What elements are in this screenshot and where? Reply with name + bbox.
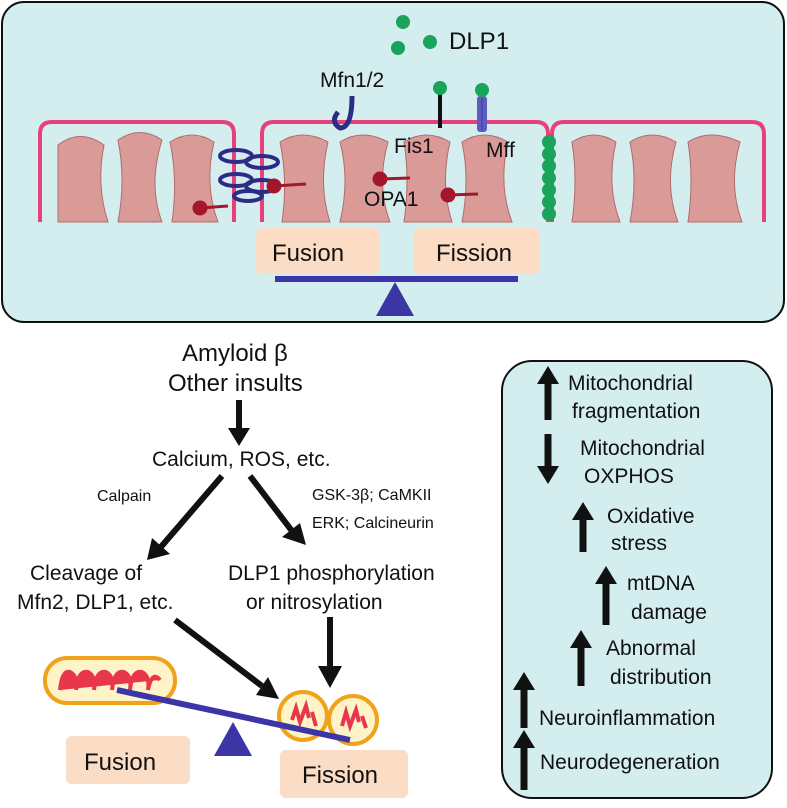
down-arrow-head-icon bbox=[537, 466, 559, 484]
top-panel: DLP1 Mfn1/2 Fis1 Mff OPA1 Fusion Fission bbox=[1, 1, 785, 323]
effect-item: Neuroinflammation bbox=[513, 672, 715, 730]
opa1-label: OPA1 bbox=[364, 188, 418, 211]
effect-item: Abnormal distribution bbox=[570, 630, 712, 689]
up-arrow-head-icon bbox=[537, 366, 559, 384]
fusion-label-bottom: Fusion bbox=[84, 749, 156, 776]
center-mitochondrion-membrane bbox=[260, 120, 550, 222]
trigger-line1: Amyloid β bbox=[182, 340, 288, 367]
crista bbox=[687, 134, 743, 223]
fused-mitochondrion bbox=[43, 656, 177, 705]
mitochondria-membranes bbox=[38, 120, 766, 222]
fragmented-mitochondria bbox=[277, 690, 379, 746]
effect-item: Mitochondrial fragmentation bbox=[537, 366, 700, 423]
left-enzyme: Calpain bbox=[97, 488, 151, 505]
crista bbox=[629, 134, 679, 223]
fis1-label: Fis1 bbox=[394, 135, 434, 158]
crista bbox=[169, 134, 219, 223]
fission-box bbox=[414, 228, 540, 274]
mediators: Calcium, ROS, etc. bbox=[152, 448, 331, 471]
left-outcome-line2: Mfn2, DLP1, etc. bbox=[17, 591, 173, 614]
dlp1-ring bbox=[542, 135, 556, 221]
balance-fulcrum-top bbox=[376, 282, 414, 316]
dlp1-on-mff bbox=[475, 83, 489, 97]
effect-label: distribution bbox=[610, 666, 712, 689]
fission-label-top: Fission bbox=[436, 240, 512, 267]
up-arrow-head-icon bbox=[572, 502, 594, 520]
mfn-link bbox=[244, 154, 280, 170]
crista bbox=[461, 134, 513, 223]
balance-fulcrum-bottom bbox=[214, 722, 252, 756]
crista bbox=[117, 132, 163, 223]
effects-panel: MitochondrialfragmentationMitochondrialO… bbox=[501, 360, 773, 799]
pathway: Amyloid β Other insults Calcium, ROS, et… bbox=[17, 340, 435, 798]
effect-label: mtDNA bbox=[627, 572, 695, 595]
effect-item: mtDNA damage bbox=[595, 566, 707, 625]
fused-cristae bbox=[58, 669, 162, 691]
up-arrow-head-icon bbox=[513, 672, 535, 690]
top-panel-background bbox=[1, 1, 785, 323]
right-mitochondrion-membrane bbox=[550, 120, 766, 222]
left-mitochondrion-membrane bbox=[38, 120, 236, 222]
effect-label: Mitochondrial bbox=[568, 372, 693, 395]
left-outcome-line1: Cleavage of bbox=[30, 562, 142, 585]
up-arrow-head-icon bbox=[570, 630, 592, 648]
opa1-molecules bbox=[192, 171, 479, 216]
fusion-label-top: Fusion bbox=[272, 240, 344, 267]
effect-item: Oxidative stress bbox=[572, 502, 695, 555]
fusion-box bbox=[256, 228, 380, 274]
dlp1-label: DLP1 bbox=[449, 28, 509, 55]
right-enzymes-line2: ERK; Calcineurin bbox=[312, 515, 434, 532]
mfn-label: Mfn1/2 bbox=[320, 69, 384, 92]
effect-label: Neuroinflammation bbox=[539, 707, 715, 730]
effect-label: Neurodegeneration bbox=[540, 751, 720, 774]
effect-label: Oxidative bbox=[607, 505, 695, 528]
effect-label: fragmentation bbox=[572, 400, 700, 423]
mff-label: Mff bbox=[486, 139, 515, 162]
cristae bbox=[57, 132, 743, 223]
dlp1-on-fis1 bbox=[433, 81, 447, 95]
up-arrow-head-icon bbox=[595, 566, 617, 584]
crista bbox=[279, 134, 331, 223]
trigger-line2: Other insults bbox=[168, 370, 303, 397]
pathway-arrows bbox=[147, 400, 342, 699]
up-arrow-head-icon bbox=[513, 730, 535, 748]
effects-panel-background bbox=[501, 360, 773, 799]
fission-box-bottom bbox=[280, 750, 408, 798]
right-outcome-line1: DLP1 phosphorylation bbox=[228, 562, 435, 585]
mfn-link bbox=[232, 189, 264, 203]
crista bbox=[571, 134, 621, 223]
effect-label: OXPHOS bbox=[584, 465, 674, 488]
effects-list: MitochondrialfragmentationMitochondrialO… bbox=[513, 366, 720, 790]
effect-item: Neurodegeneration bbox=[513, 730, 720, 790]
fusion-box-bottom bbox=[66, 736, 190, 784]
effect-label: stress bbox=[611, 532, 667, 555]
crista bbox=[57, 136, 109, 223]
effect-label: Mitochondrial bbox=[580, 437, 705, 460]
fission-label-bottom: Fission bbox=[302, 762, 378, 789]
balance-beam-bottom bbox=[116, 687, 351, 743]
dlp1-dots bbox=[391, 15, 437, 55]
right-outcome-line2: or nitrosylation bbox=[246, 591, 383, 614]
effect-label: damage bbox=[631, 601, 707, 624]
right-enzymes-line1: GSK-3β; CaMKII bbox=[312, 487, 431, 504]
mfn-hook bbox=[332, 95, 355, 131]
effect-label: Abnormal bbox=[606, 637, 696, 660]
crista bbox=[339, 134, 391, 223]
